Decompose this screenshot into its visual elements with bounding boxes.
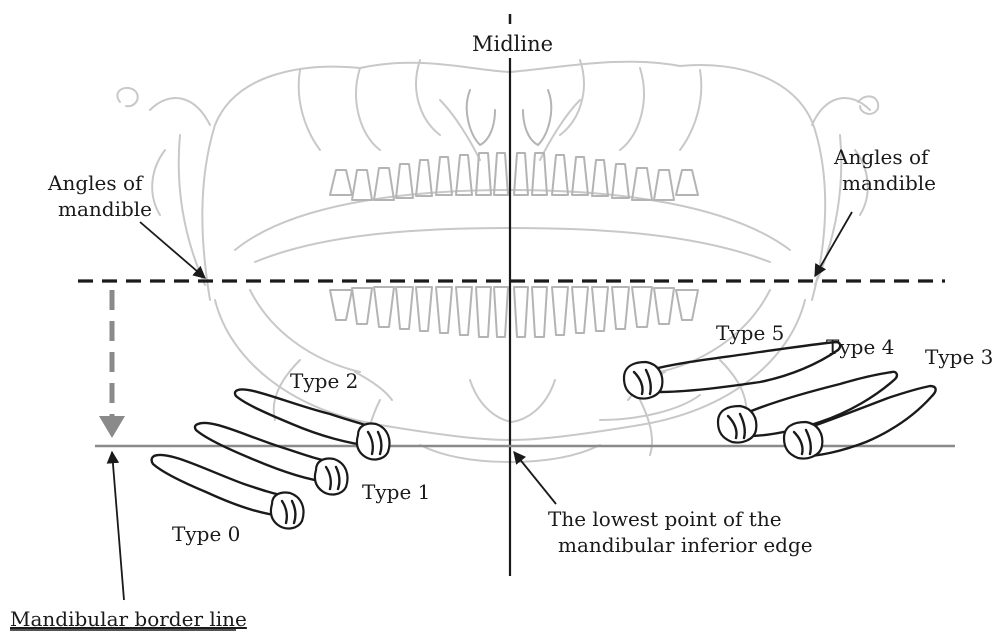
lower-teeth-sketch [330, 287, 698, 337]
mandibular-border-line-label: Mandibular border line [10, 607, 247, 631]
type-1-label: Type 1 [362, 480, 430, 504]
lowest-point-label-line1: The lowest point of the [548, 507, 782, 531]
midline-label: Midline [472, 32, 553, 56]
tooth-type-0 [152, 455, 304, 529]
angles-right-label-line2: mandible [842, 171, 936, 195]
type-0-label: Type 0 [172, 522, 240, 546]
tooth-type-5 [624, 342, 840, 399]
upper-teeth-sketch [330, 153, 698, 200]
type-5-label: Type 5 [716, 321, 784, 345]
angles-left-pointer [140, 222, 205, 278]
panoramic-skull-sketch [117, 60, 878, 462]
type-2-label: Type 2 [290, 369, 358, 393]
tooth-type-3 [784, 386, 936, 459]
projection-dashed-arrow [99, 290, 125, 438]
tooth-type-1 [195, 423, 348, 495]
angles-right-pointer [815, 212, 852, 276]
border-line-pointer [112, 452, 124, 600]
angles-left-label-line2: mandible [58, 197, 152, 221]
tooth-type-2 [235, 389, 390, 459]
angles-right-label-line1: Angles of [833, 145, 930, 169]
lowest-point-label-line2: mandibular inferior edge [558, 533, 813, 557]
angles-left-label-line1: Angles of [47, 171, 144, 195]
type-3-label: Type 3 [925, 345, 993, 369]
type-4-label: Type 4 [826, 335, 894, 359]
